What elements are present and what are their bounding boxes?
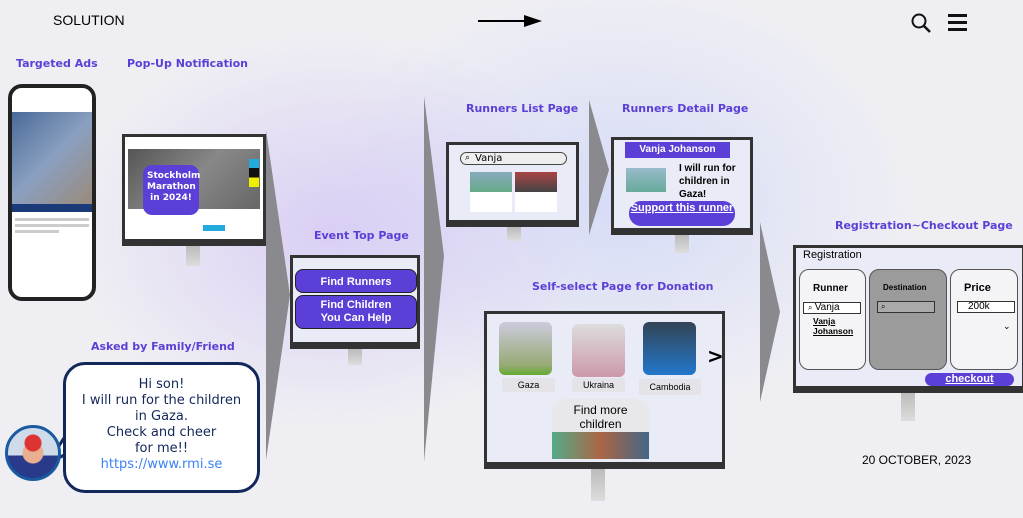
runner-result-link[interactable]: Vanja Johanson xyxy=(813,316,854,336)
message-line: I will run for the children xyxy=(81,393,242,408)
runners-list-monitor: ⌕ Vanja xyxy=(446,142,579,227)
message-line: in Gaza. xyxy=(135,409,188,424)
search-value: Vanja xyxy=(475,153,503,164)
phone-ad-mockup xyxy=(8,84,96,301)
label-runners-list: Runners List Page xyxy=(466,102,579,115)
flow-chevron xyxy=(266,130,290,460)
destination-label: Destination xyxy=(883,283,927,292)
message-link[interactable]: https://www.rmi.se xyxy=(100,457,223,472)
chevron-down-icon[interactable]: ⌄ xyxy=(1003,322,1011,332)
flow-chevron xyxy=(589,100,609,235)
message-line: for me!! xyxy=(134,441,189,456)
event-top-monitor: Find Runners Find Children You Can Help xyxy=(290,255,420,349)
flow-chevron xyxy=(760,222,780,402)
next-arrow-button[interactable]: > xyxy=(707,344,724,368)
label-targeted-ads: Targeted Ads xyxy=(16,57,98,70)
price-value: 200k xyxy=(968,301,990,312)
price-select[interactable]: 200k xyxy=(957,301,1015,313)
self-select-monitor: Gaza Ukraina Cambodia > Find more childr… xyxy=(484,311,725,469)
flow-chevron xyxy=(424,96,444,462)
price-label: Price xyxy=(964,282,991,294)
destination-gaza[interactable]: Gaza xyxy=(502,378,555,392)
runner-card[interactable] xyxy=(515,172,557,212)
message-line: Hi son! xyxy=(138,377,185,392)
registration-title: Registration xyxy=(803,249,862,261)
avatar xyxy=(5,425,61,481)
label-registration: Registration~Checkout Page xyxy=(835,219,1013,232)
label-self-select: Self-select Page for Donation xyxy=(532,280,714,293)
registration-monitor: Registration Runner ⌕ Vanja Vanja Johans… xyxy=(793,245,1023,393)
find-more-label: Find more children xyxy=(573,403,628,431)
runner-label: Runner xyxy=(813,283,848,294)
search-icon[interactable] xyxy=(910,12,932,34)
runner-column: Runner ⌕ Vanja Vanja Johanson xyxy=(799,269,866,370)
runner-name: Vanja Johanson xyxy=(625,142,730,158)
label-asked: Asked by Family/Friend xyxy=(91,340,235,353)
find-more-children-button[interactable]: Find more children xyxy=(552,399,649,459)
popup-bubble: Stockholm Marathon in 2024! xyxy=(143,165,200,215)
runner-photo xyxy=(626,168,666,192)
label-popup: Pop-Up Notification xyxy=(127,57,248,70)
arrow-right-icon xyxy=(478,15,542,27)
find-runners-button[interactable]: Find Runners xyxy=(295,269,417,293)
destination-search-input[interactable]: ⌕ xyxy=(877,301,935,313)
destination-cambodia[interactable]: Cambodia xyxy=(639,379,701,395)
destination-ukraina[interactable]: Ukraina xyxy=(572,378,625,392)
checkout-button[interactable]: checkout xyxy=(925,373,1014,386)
popup-monitor: Stockholm Marathon in 2024! xyxy=(122,134,266,246)
message-line: Check and cheer xyxy=(106,425,217,440)
runner-search-input[interactable]: ⌕ Vanja xyxy=(803,302,861,314)
page-title: SOLUTION xyxy=(53,12,125,28)
destination-column: Destination ⌕ xyxy=(869,269,947,370)
family-message-bubble: Hi son! I will run for the children in G… xyxy=(63,362,260,493)
runner-message: I will run for children in Gaza! xyxy=(679,163,736,200)
runners-detail-monitor: Vanja Johanson I will run for children i… xyxy=(611,137,753,235)
find-children-button[interactable]: Find Children You Can Help xyxy=(295,295,417,329)
hamburger-menu-icon[interactable] xyxy=(948,14,967,31)
label-runners-detail: Runners Detail Page xyxy=(622,102,749,115)
runner-search-value: Vanja xyxy=(814,302,840,313)
label-event-top: Event Top Page xyxy=(314,229,409,242)
runner-search-input[interactable]: ⌕ Vanja xyxy=(460,152,567,165)
price-column: Price 200k ⌄ xyxy=(950,269,1018,370)
search-icon: ⌕ xyxy=(465,153,471,163)
date: 20 OCTOBER, 2023 xyxy=(862,453,972,467)
search-icon: ⌕ xyxy=(808,303,815,312)
runner-card[interactable] xyxy=(470,172,512,212)
support-runner-button[interactable]: Support this runner xyxy=(629,201,735,226)
search-icon: ⌕ xyxy=(881,302,886,311)
